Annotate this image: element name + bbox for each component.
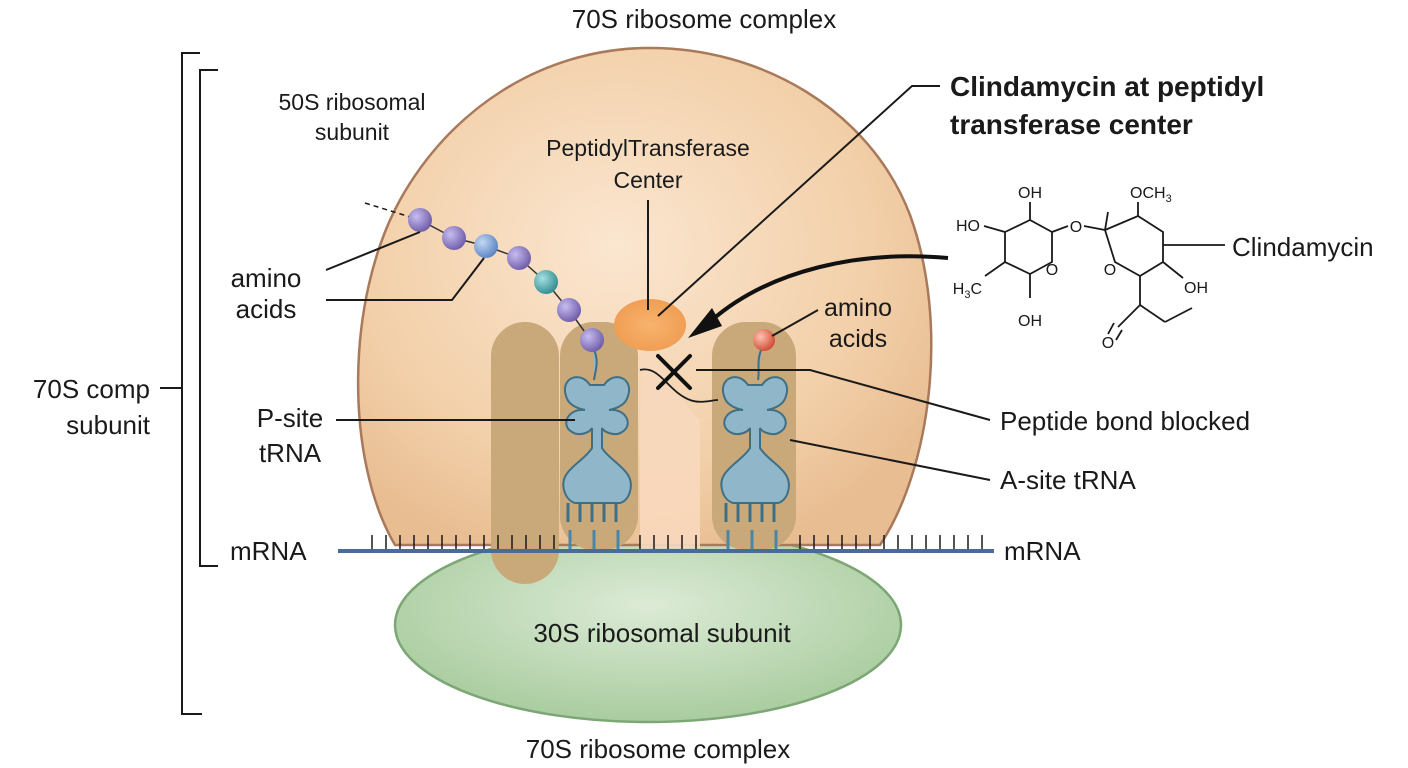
e-site-pillar — [491, 322, 559, 584]
title-top: 70S ribosome complex — [572, 4, 836, 34]
amino-acid-bead — [534, 270, 558, 294]
atom-och3: OCH3 — [1130, 185, 1172, 205]
small-subunit-label: 30S ribosomal subunit — [533, 618, 791, 648]
amino-acids-left-label-2: acids — [236, 294, 297, 324]
a-site-amino-label-2: acids — [829, 325, 887, 353]
a-site-amino-acid — [753, 329, 775, 351]
outer-bracket — [160, 52, 202, 715]
amino-acids-left-label: amino — [231, 263, 302, 293]
a-site-trna-label: A-site tRNA — [1000, 465, 1136, 495]
clindamycin-site-leader — [657, 85, 940, 317]
atom-oh-right: OH — [1184, 280, 1208, 297]
ptc-blob — [614, 299, 686, 351]
atom-oh-bottom-left: OH — [1018, 313, 1042, 330]
atom-o-carbonyl: O — [1102, 335, 1114, 352]
clindamycin-structure — [983, 202, 1225, 341]
mrna-label-left: mRNA — [230, 536, 307, 566]
amino-acid-bead — [408, 208, 432, 232]
amino-acid-bead — [557, 298, 581, 322]
atom-h3c: H3C — [953, 281, 982, 301]
peptide-link — [639, 368, 719, 403]
ptc-label: PeptidylTransferase — [546, 135, 750, 161]
exit-channel — [640, 340, 700, 548]
amino-acid-bead — [580, 328, 604, 352]
clindamycin-site-title: Clindamycin at peptidyl — [950, 71, 1264, 102]
inner-bracket — [199, 69, 218, 567]
a-site-trna-leader — [789, 439, 991, 481]
binding-arrow — [688, 254, 949, 338]
a-site-amino-leader — [771, 309, 819, 337]
atom-o-ring-right: O — [1104, 262, 1116, 279]
p-site-label-2: tRNA — [259, 438, 322, 468]
clindamycin-atoms: OH OCH3 HO O H3C O O OH OH O — [953, 185, 1208, 352]
ptc-label-2: Center — [613, 167, 682, 193]
clindamycin-site-title-2: transferase center — [950, 109, 1193, 140]
amino-acid-bead — [442, 226, 466, 250]
atom-o-ring-left: O — [1046, 262, 1058, 279]
clindamycin-label: Clindamycin — [1232, 232, 1374, 262]
large-subunit-label-2: subunit — [315, 119, 390, 145]
p-site-label: P-site — [257, 403, 323, 433]
blocked-x-mark — [656, 354, 692, 390]
a-site-trna — [720, 347, 790, 522]
bracket-label: 70S comp — [33, 374, 150, 404]
mrna-label-right: mRNA — [1004, 536, 1081, 566]
atom-o-link: O — [1070, 219, 1082, 236]
atom-ho: HO — [956, 218, 980, 235]
amino-left-leader-1 — [325, 231, 421, 271]
a-site-amino-label: amino — [824, 294, 892, 322]
amino-acid-chain — [364, 202, 604, 352]
mrna-strand — [338, 530, 994, 553]
atom-oh-top: OH — [1018, 185, 1042, 202]
title-bottom: 70S ribosome complex — [526, 734, 790, 764]
large-subunit-label: 50S ribosomal — [278, 89, 425, 115]
peptide-blocked-label: Peptide bond blocked — [1000, 406, 1250, 436]
bracket-label-2: subunit — [66, 410, 151, 440]
peptide-blocked-leader — [696, 369, 991, 421]
amino-acid-bead — [507, 246, 531, 270]
amino-acid-bead — [474, 234, 498, 258]
amino-left-leader-2 — [326, 257, 485, 301]
